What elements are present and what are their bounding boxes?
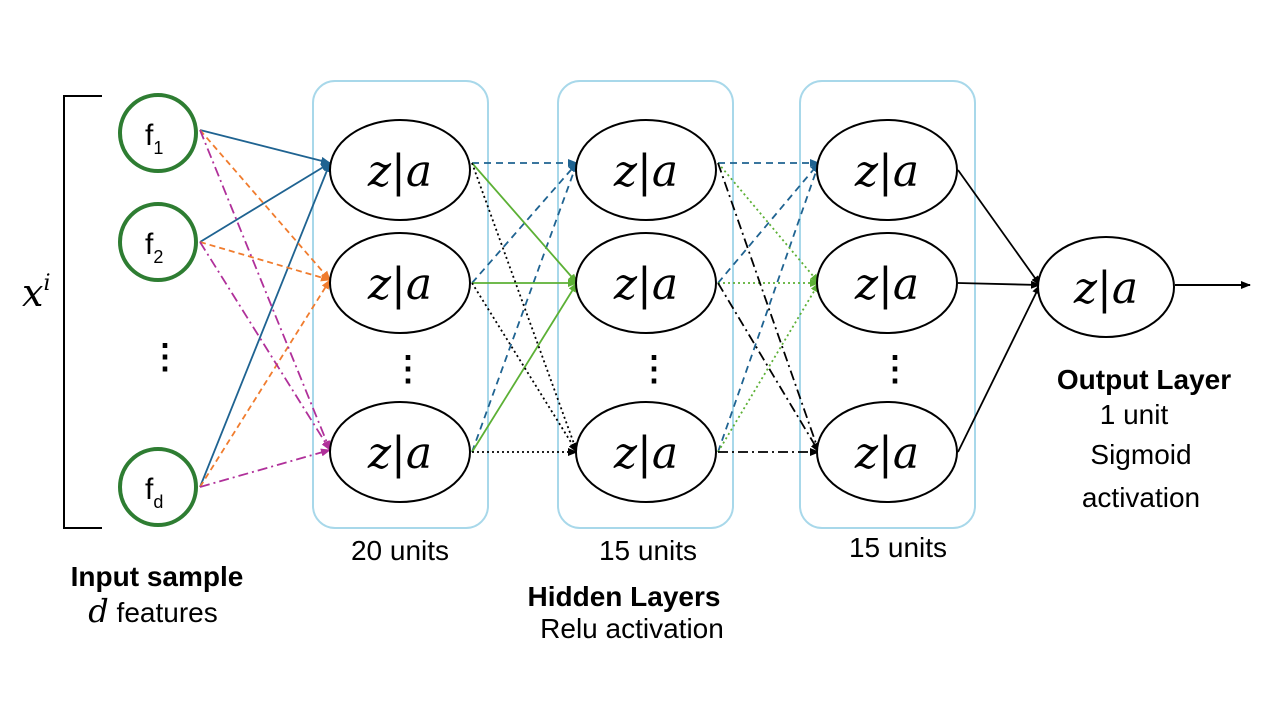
output-neuron: z|a [1037,236,1175,338]
edge-16 [471,282,578,453]
svg-text:z|a: z|a [367,146,432,197]
edges [199,129,1251,488]
feature-node-1: f1 [118,93,198,173]
svg-text:z|a: z|a [613,259,678,310]
edge-27 [957,169,1041,286]
edge-29 [957,284,1041,453]
edge-14 [471,282,578,453]
hidden3-ellipsis: ⋮ [878,350,912,388]
output-layer-activation-1: Sigmoid [1090,439,1191,470]
input-bracket [63,95,102,529]
hidden2-ellipsis: ⋮ [637,350,671,388]
hidden1-neuron-1: z|a [329,119,471,221]
hidden-layer-3-box [799,80,976,529]
edge-3 [199,129,331,281]
feature-1-base: f [145,119,154,152]
edge-15 [471,162,578,453]
hidden-layer-2-box [557,80,734,529]
svg-text:z|a: z|a [367,428,432,479]
hidden3-neuron-3: z|a [816,401,958,503]
hidden-layers-activation: Relu activation [540,613,724,644]
feature-node-d: fd [118,447,198,527]
svg-text:z|a: z|a [854,259,919,310]
svg-text:fd: fd [145,473,163,512]
output-layer-activation-2: activation [1082,482,1200,513]
hidden2-neuron-3: z|a [575,401,717,503]
svg-text:z|a: z|a [854,146,919,197]
svg-text:z|a: z|a [367,259,432,310]
edge-19 [717,162,820,284]
edge-10 [471,162,578,284]
feature-1-sub: 1 [153,138,163,158]
hidden3-units-label: 15 units [849,532,947,563]
feature-2-base: f [145,228,154,261]
input-caption-features: d features [88,592,217,630]
input-vector-label: xi [22,271,50,315]
svg-text:f1: f1 [145,119,163,158]
edge-7 [199,241,331,451]
svg-text:z|a: z|a [613,428,678,479]
edge-2 [199,162,331,488]
output-layer-title: Output Layer [1057,364,1231,395]
hidden1-ellipsis: ⋮ [391,350,425,388]
hidden1-units-label: 20 units [351,535,449,566]
feature-node-2: f2 [118,202,198,282]
edge-25 [717,282,820,453]
edge-1 [199,162,331,243]
svg-text:z|a: z|a [854,428,919,479]
svg-text:z|a: z|a [613,146,678,197]
feature-d-base: f [145,473,154,506]
hidden-layer-1-box [312,80,489,529]
hidden2-units-label: 15 units [599,535,697,566]
hidden1-neuron-3: z|a [329,401,471,503]
feature-2-sub: 2 [153,247,163,267]
feature-d-sub: d [153,492,163,512]
hidden2-neuron-1: z|a [575,119,717,221]
edge-8 [199,448,331,488]
edge-0 [199,129,331,165]
edge-12 [471,162,578,284]
hidden3-neuron-2: z|a [816,232,958,334]
hidden3-neuron-1: z|a [816,119,958,221]
hidden2-neuron-2: z|a [575,232,717,334]
hidden-layers-title: Hidden Layers [528,581,721,612]
input-caption-title: Input sample [71,561,244,592]
edge-21 [717,162,820,284]
output-layer-units: 1 unit [1100,399,1169,430]
input-vector-sup: i [43,271,50,296]
svg-text:z|a: z|a [1073,263,1138,314]
svg-text:f2: f2 [145,228,163,267]
input-caption-rest: features [109,597,218,628]
edge-28 [957,280,1041,289]
edge-24 [717,162,820,453]
edge-20 [717,162,820,453]
edge-11 [471,162,578,453]
hidden1-neuron-2: z|a [329,232,471,334]
edge-4 [199,241,331,282]
input-caption-var: d [88,592,108,630]
edge-5 [199,279,331,488]
edge-6 [199,129,331,451]
input-ellipsis: ⋮ [148,338,182,376]
